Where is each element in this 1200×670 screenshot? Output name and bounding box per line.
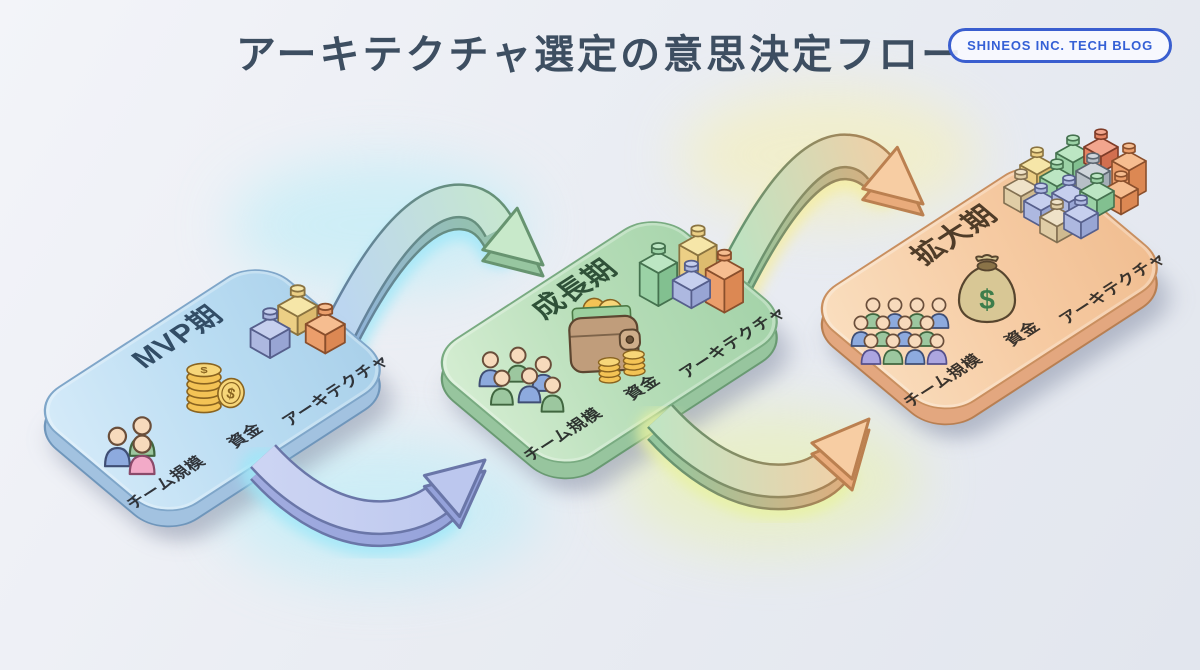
label-team-size: チーム規模 [519, 405, 607, 465]
page-title: アーキテクチャ選定の意思決定フロー [235, 33, 965, 77]
background-glow-yellow-top [680, 90, 980, 220]
label-funding: 資金 [621, 372, 665, 404]
label-team-size: チーム規模 [122, 453, 210, 513]
stage-title-growth: 成長期 [524, 254, 625, 325]
label-funding: 資金 [224, 420, 268, 452]
panel-surface: 拡大期 チーム規模 資金 アーキテクチャ [802, 153, 1177, 424]
label-team-size: チーム規模 [899, 351, 987, 411]
stage-panel-mvp: MVP期 チーム規模 資金 アーキテクチャ [24, 255, 410, 555]
panel-surface: MVP期 チーム規模 資金 アーキテクチャ [25, 255, 400, 526]
panel-surface: 成長期 チーム規模 資金 アーキテクチャ [422, 207, 797, 478]
stage-panel-expansion: 拡大期 チーム規模 資金 アーキテクチャ [801, 153, 1187, 453]
tech-blog-badge[interactable]: SHINEOS INC. TECH BLOG [948, 28, 1172, 63]
stage-panel-growth: 成長期 チーム規模 資金 アーキテクチャ [421, 207, 807, 507]
label-funding: 資金 [1001, 318, 1045, 350]
stage-title-expansion: 拡大期 [904, 200, 1005, 271]
stage-title-mvp: MVP期 [125, 301, 231, 374]
